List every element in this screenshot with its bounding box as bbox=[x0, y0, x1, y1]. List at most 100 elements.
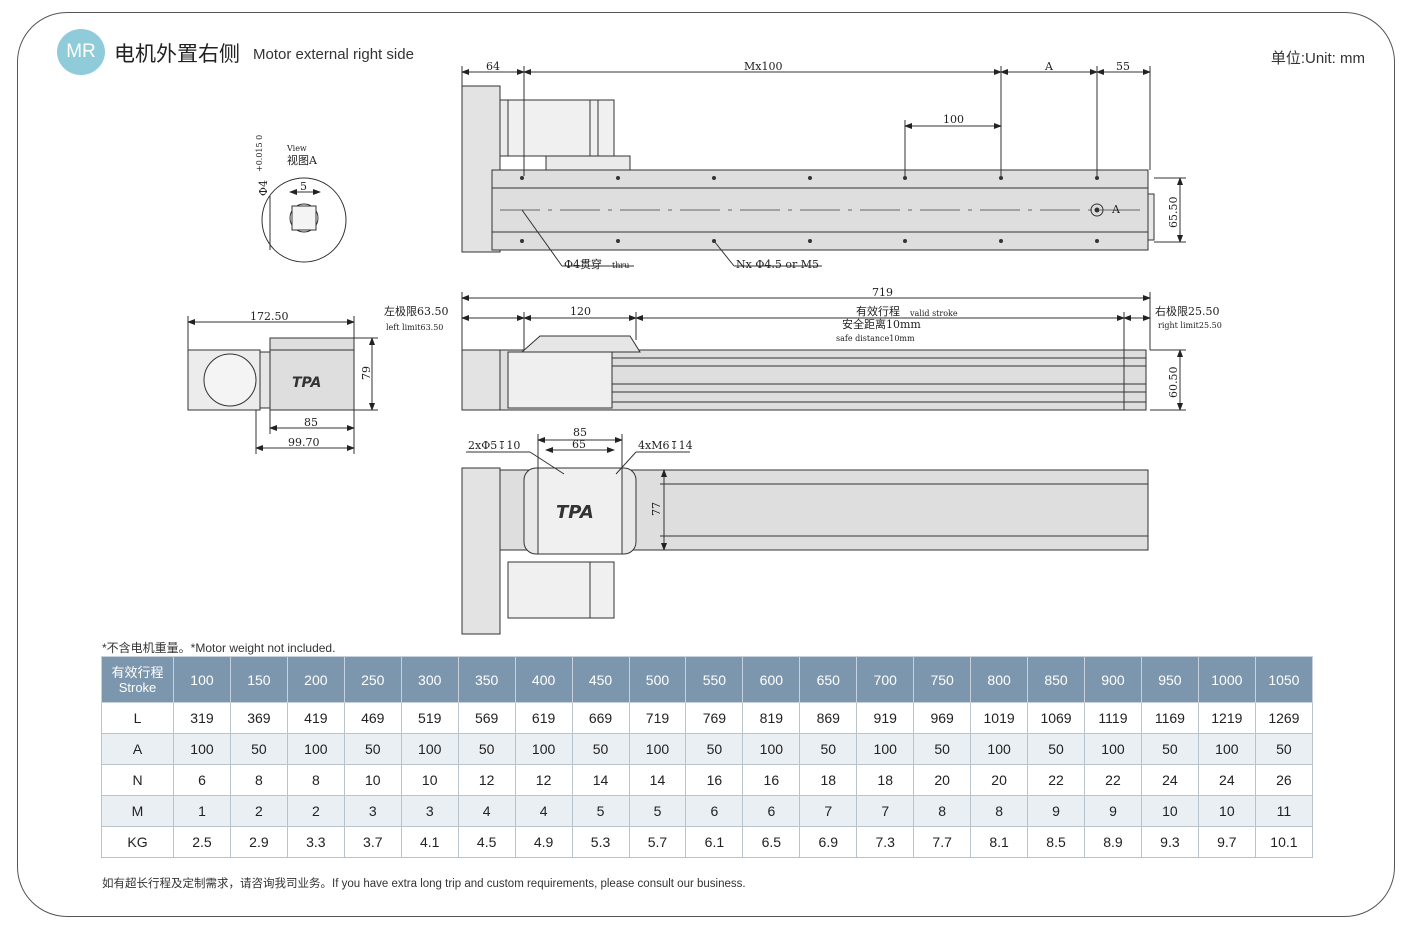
table-cell: 369 bbox=[229, 702, 288, 734]
table-cell: 12 bbox=[457, 764, 516, 796]
dim-mx100: Mx100 bbox=[744, 60, 782, 73]
table-cell: 4.1 bbox=[400, 826, 459, 858]
table-cell: 50 bbox=[457, 733, 516, 765]
tpa-logo-bottom: TPA bbox=[556, 502, 594, 523]
stroke-col: 100 bbox=[173, 656, 231, 703]
table-cell: 6.1 bbox=[685, 826, 744, 858]
table-cell: 10.1 bbox=[1254, 826, 1314, 858]
dim-55: 55 bbox=[1116, 60, 1130, 73]
table-cell: 2.9 bbox=[229, 826, 288, 858]
table-cell: 1069 bbox=[1027, 702, 1085, 734]
table-cell: 24 bbox=[1197, 764, 1256, 796]
table-cell: 14 bbox=[628, 764, 687, 796]
table-cell: 3.3 bbox=[286, 826, 345, 858]
right-limit: 右极限25.50 bbox=[1155, 304, 1220, 318]
page-frame bbox=[17, 12, 1395, 917]
callout-holes: Nx Φ4.5 or M5 bbox=[736, 258, 819, 271]
table-cell: 3 bbox=[400, 795, 459, 827]
dim-79: 79 bbox=[360, 366, 373, 380]
dim-5: 5 bbox=[300, 180, 307, 193]
table-cell: 100 bbox=[742, 733, 801, 765]
stroke-col: 150 bbox=[229, 656, 288, 703]
stroke-col: 1050 bbox=[1254, 656, 1314, 703]
table-cell: 8 bbox=[970, 795, 1029, 827]
end-view bbox=[187, 316, 378, 454]
table-cell: 50 bbox=[685, 733, 744, 765]
table-cell: 10 bbox=[343, 764, 402, 796]
table-cell: 9 bbox=[1027, 795, 1085, 827]
table-cell: 8 bbox=[913, 795, 972, 827]
table-cell: 26 bbox=[1254, 764, 1314, 796]
right-limit-en: right limit25.50 bbox=[1158, 321, 1222, 330]
dim-65-50: 65.50 bbox=[1167, 197, 1180, 229]
valid-stroke-en: valid stroke bbox=[909, 309, 958, 318]
valid-stroke: 有效行程 bbox=[856, 304, 900, 318]
stroke-col: 450 bbox=[571, 656, 630, 703]
table-cell: 6 bbox=[742, 795, 801, 827]
table-cell: 10 bbox=[1140, 795, 1199, 827]
holes-right: 4xM6↧14 bbox=[638, 439, 693, 452]
mark-a: A bbox=[1111, 203, 1121, 216]
table-cell: 50 bbox=[913, 733, 972, 765]
table-cell: 419 bbox=[286, 702, 345, 734]
row-label: L bbox=[101, 702, 174, 734]
table-cell: 8 bbox=[229, 764, 288, 796]
table-cell: 719 bbox=[628, 702, 687, 734]
callout-thru: Φ4贯穿 bbox=[564, 257, 602, 271]
table-cell: 3.7 bbox=[343, 826, 402, 858]
table-cell: 319 bbox=[173, 702, 231, 734]
dim-a: A bbox=[1044, 60, 1054, 73]
dim-85-bottom: 85 bbox=[573, 426, 587, 439]
table-cell: 7 bbox=[799, 795, 858, 827]
table-cell: 24 bbox=[1140, 764, 1199, 796]
table-cell: 9.7 bbox=[1197, 826, 1256, 858]
table-cell: 7.7 bbox=[913, 826, 972, 858]
table-cell: 4 bbox=[514, 795, 573, 827]
unit-label: 单位:Unit: mm bbox=[1270, 50, 1365, 67]
table-cell: 1219 bbox=[1197, 702, 1256, 734]
spec-table: 有效行程 Stroke 100 150 200 250 300 350 400 … bbox=[101, 656, 1314, 858]
dim-85-end: 85 bbox=[304, 416, 318, 429]
stroke-col: 750 bbox=[913, 656, 972, 703]
table-cell: 8.5 bbox=[1027, 826, 1085, 858]
stroke-col: 700 bbox=[856, 656, 915, 703]
table-cell: 100 bbox=[400, 733, 459, 765]
side-view bbox=[461, 292, 1186, 411]
table-cell: 4.5 bbox=[457, 826, 516, 858]
stroke-col: 800 bbox=[970, 656, 1029, 703]
table-cell: 100 bbox=[1197, 733, 1256, 765]
stroke-col: 200 bbox=[286, 656, 345, 703]
table-cell: 969 bbox=[913, 702, 972, 734]
stroke-col: 250 bbox=[343, 656, 402, 703]
table-cell: 1169 bbox=[1140, 702, 1199, 734]
page-title-cn: 电机外置右侧 bbox=[114, 42, 240, 66]
view-label-en: View bbox=[286, 144, 307, 153]
table-cell: 1119 bbox=[1084, 702, 1142, 734]
stroke-col: 550 bbox=[685, 656, 744, 703]
dim-tolerance: +0.015 0 bbox=[255, 135, 264, 172]
table-cell: 819 bbox=[742, 702, 801, 734]
safe-distance-en: safe distance10mm bbox=[836, 334, 915, 343]
view-label-cn: 视图A bbox=[287, 153, 318, 167]
left-limit: 左极限63.50 bbox=[384, 304, 449, 318]
table-cell: 16 bbox=[685, 764, 744, 796]
table-cell: 20 bbox=[913, 764, 972, 796]
table-cell: 4 bbox=[457, 795, 516, 827]
table-cell: 519 bbox=[400, 702, 459, 734]
series-badge: MR bbox=[57, 29, 105, 75]
table-cell: 5.7 bbox=[628, 826, 687, 858]
table-cell: 919 bbox=[856, 702, 915, 734]
table-cell: 50 bbox=[571, 733, 630, 765]
table-cell: 569 bbox=[457, 702, 516, 734]
row-label: N bbox=[101, 764, 174, 796]
safe-distance: 安全距离10mm bbox=[842, 317, 921, 331]
table-cell: 22 bbox=[1027, 764, 1085, 796]
table-cell: 22 bbox=[1084, 764, 1142, 796]
stroke-col: 600 bbox=[742, 656, 801, 703]
table-cell: 14 bbox=[571, 764, 630, 796]
table-cell: 3 bbox=[343, 795, 402, 827]
stroke-col: 300 bbox=[400, 656, 459, 703]
